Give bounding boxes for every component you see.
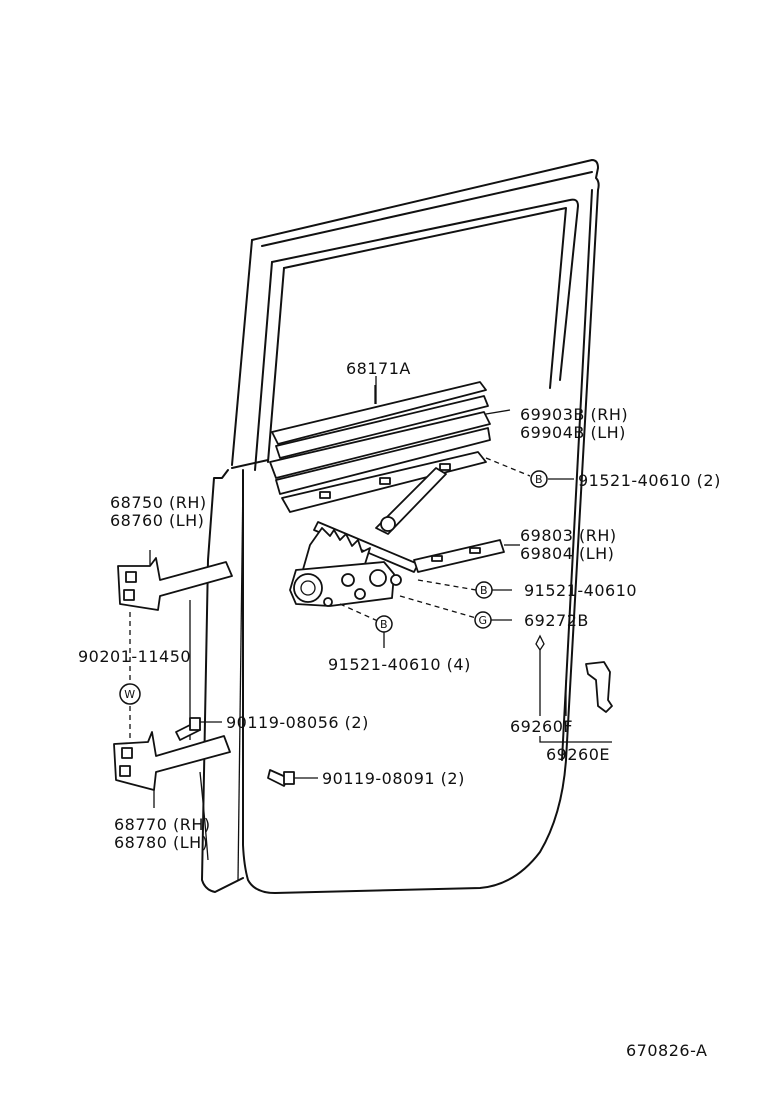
label-68760: 68760 (LH) (110, 511, 204, 530)
label-69804: 69804 (LH) (520, 544, 614, 563)
inner-weatherstrip-69903b (269, 409, 511, 495)
rod-holder-69260e (565, 661, 613, 716)
svg-text:W: W (124, 688, 135, 701)
label-69260e: 69260E (546, 745, 610, 764)
label-69803: 69803 (RH) (520, 526, 617, 545)
label-91521-40610-4: 91521-40610 (4) (328, 655, 471, 674)
lower-cable (199, 771, 209, 861)
svg-text:G: G (478, 614, 487, 627)
label-68171a: 68171A (346, 359, 411, 378)
label-91521-40610: 91521-40610 (524, 581, 637, 600)
label-91521-40610-2: 91521-40610 (2) (578, 471, 721, 490)
label-68750: 68750 (RH) (110, 493, 207, 512)
lower-hinge-68770 (113, 731, 231, 808)
door-panel (201, 159, 600, 894)
badge-b-upper: B (530, 470, 548, 488)
label-69904b: 69904B (LH) (520, 423, 626, 442)
label-90119-08056: 90119-08056 (2) (226, 713, 369, 732)
bracket-69260 (539, 736, 612, 743)
clip-69260f (535, 634, 545, 716)
label-90201-11450: 90201-11450 (78, 647, 191, 666)
window-channel (281, 451, 487, 513)
belt-weatherstrip-68171a (271, 381, 489, 459)
svg-text:B: B (380, 618, 388, 631)
label-69272b: 69272B (524, 611, 589, 630)
window-regulator-arms (299, 467, 520, 581)
upper-hinge-68750 (117, 550, 233, 611)
figure-code: 670826-A (626, 1041, 707, 1060)
regulator-base-plate (289, 561, 402, 607)
svg-text:B: B (480, 584, 488, 597)
bolt-90119-08091 (267, 769, 318, 787)
badge-g: G (474, 611, 492, 629)
label-69903b: 69903B (RH) (520, 405, 628, 424)
badge-w: W (119, 683, 141, 705)
svg-text:B: B (535, 473, 543, 486)
label-69260f: 69260F (510, 717, 573, 736)
badge-b-mid: B (475, 581, 493, 599)
label-90119-08091: 90119-08091 (2) (322, 769, 465, 788)
label-68780: 68780 (LH) (114, 833, 208, 852)
badge-b-lower: B (375, 615, 393, 633)
bolt-90119-08056 (175, 717, 222, 741)
label-68770: 68770 (RH) (114, 815, 211, 834)
